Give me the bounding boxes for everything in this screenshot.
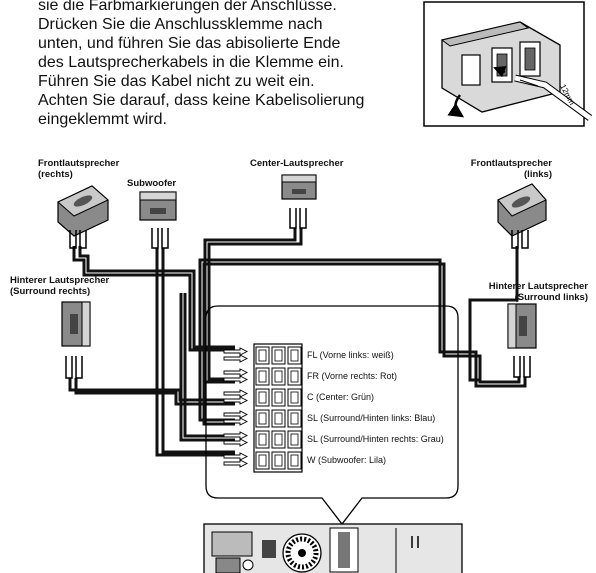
rear-right-speaker bbox=[61, 301, 91, 379]
subwoofer-label: Subwoofer bbox=[127, 178, 177, 189]
terminal-row bbox=[223, 346, 302, 365]
wire-plug bbox=[223, 368, 249, 377]
terminal-slot bbox=[274, 433, 283, 446]
terminal-row bbox=[223, 367, 302, 386]
instruction-line: Drücken Sie die Anschlussklemme nach bbox=[38, 16, 323, 33]
subwoofer-speaker bbox=[139, 191, 177, 249]
front-left-label: Frontlautsprecher (links) bbox=[470, 158, 552, 180]
wire-plug bbox=[223, 438, 249, 447]
terminal-label: FR (Vorne rechts: Rot) bbox=[307, 371, 398, 381]
terminal-row bbox=[223, 430, 302, 449]
terminal-slot bbox=[290, 391, 299, 404]
terminal-slot bbox=[274, 370, 283, 383]
terminal-slot bbox=[258, 412, 267, 425]
instruction-text: sie die Farbmarkierungen der Anschlüsse.… bbox=[38, 0, 438, 129]
terminal-slot bbox=[290, 454, 299, 467]
terminal-slot bbox=[290, 412, 299, 425]
center-speaker bbox=[281, 174, 317, 229]
terminal-slot bbox=[290, 349, 299, 362]
speaker-wires bbox=[68, 228, 527, 457]
wire-plug bbox=[223, 452, 249, 461]
receiver-unit bbox=[203, 523, 463, 573]
instruction-line: unten, und führen Sie das abisolierte En… bbox=[38, 35, 341, 52]
front-right-speaker bbox=[57, 185, 109, 249]
rear-left-label: Hinterer Lautsprecher (Surround links) bbox=[488, 281, 588, 303]
wire-plug bbox=[223, 410, 249, 419]
terminal-callout-panel bbox=[205, 305, 459, 526]
wire-plug bbox=[223, 459, 249, 468]
terminal-label: W (Subwoofer: Lila) bbox=[307, 455, 387, 465]
front-right-label: Frontlautsprecher (rechts) bbox=[38, 158, 120, 180]
terminal-label: SL (Surround/Hinten links: Blau) bbox=[307, 413, 436, 423]
terminal-slot bbox=[274, 391, 283, 404]
terminal-label: FL (Vorne links: weiß) bbox=[307, 350, 394, 360]
terminal-label: C (Center: Grün) bbox=[307, 392, 375, 402]
wire-plug bbox=[223, 389, 249, 398]
rear-right-label: Hinterer Lautsprecher (Surround rechts) bbox=[10, 275, 110, 297]
instruction-line: eingeklemmt wird. bbox=[38, 111, 167, 128]
terminal-row bbox=[223, 451, 302, 470]
terminal-slot bbox=[290, 370, 299, 383]
instruction-line: Führen Sie das Kabel nicht zu weit ein. bbox=[38, 73, 315, 90]
wire-plug bbox=[223, 396, 249, 405]
fan-icon bbox=[282, 533, 322, 573]
instruction-line: Achten Sie darauf, dass keine Kabelisoli… bbox=[38, 92, 365, 109]
instruction-line: des Lautsprecherkabels in die Klemme ein… bbox=[38, 54, 344, 71]
terminal-block bbox=[253, 343, 303, 473]
wire-plug bbox=[223, 375, 249, 384]
wire-plug bbox=[223, 417, 249, 426]
terminal-slot bbox=[258, 349, 267, 362]
front-left-speaker bbox=[497, 183, 547, 249]
wire-plug bbox=[223, 347, 249, 356]
terminal-slot bbox=[258, 454, 267, 467]
terminal-slot bbox=[258, 391, 267, 404]
terminal-slot bbox=[290, 433, 299, 446]
instruction-line: sie die Farbmarkierungen der Anschlüsse. bbox=[38, 0, 337, 14]
terminal-clip-inset: 12mm bbox=[423, 1, 593, 127]
terminal-slot bbox=[274, 454, 283, 467]
terminal-row bbox=[223, 409, 302, 428]
terminal-label: SL (Surround/Hinten rechts: Grau) bbox=[307, 434, 444, 444]
terminal-slot bbox=[274, 349, 283, 362]
rear-left-speaker bbox=[507, 303, 537, 378]
terminal-slot bbox=[258, 433, 267, 446]
terminal-slot bbox=[274, 412, 283, 425]
terminal-slot bbox=[258, 370, 267, 383]
center-label: Center-Lautsprecher bbox=[250, 158, 344, 169]
wire-plug bbox=[223, 354, 249, 363]
terminal-row bbox=[223, 388, 302, 407]
wire-plug bbox=[223, 431, 249, 440]
